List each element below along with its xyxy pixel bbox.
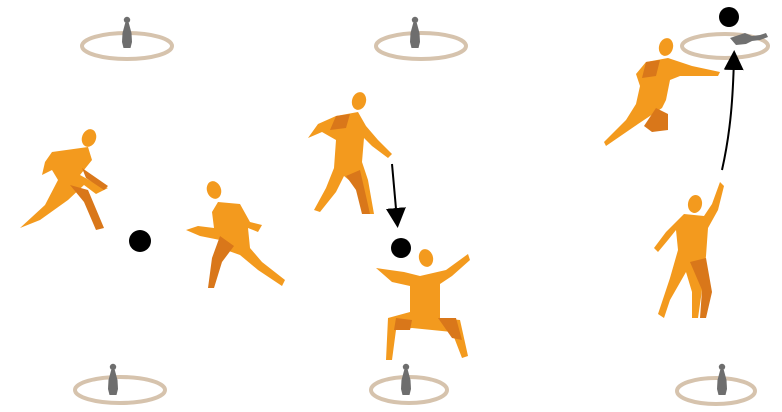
bowling-pin-icon	[717, 364, 727, 395]
player-figure-icon	[376, 247, 470, 360]
player-figure-icon	[308, 90, 392, 214]
target-bottom	[371, 364, 447, 403]
bowling-pin-icon	[410, 17, 420, 48]
panel-2	[308, 17, 470, 403]
ball-icon	[391, 238, 411, 258]
bowling-pin-icon	[108, 364, 118, 395]
target-bottom	[75, 364, 165, 403]
arrow-icon	[722, 58, 734, 170]
panel-3	[604, 7, 768, 404]
bowling-pin-icon	[401, 364, 411, 395]
player-figure-icon	[20, 127, 108, 230]
arrow-icon	[392, 164, 397, 220]
player-figure-icon	[604, 36, 720, 146]
player-figure-icon	[654, 182, 724, 318]
player-figure-icon	[186, 179, 285, 288]
target-top	[682, 33, 768, 58]
target-bottom	[677, 364, 755, 404]
ball-icon	[719, 7, 739, 27]
target-ring-icon	[75, 377, 165, 403]
target-top	[376, 17, 466, 59]
target-ring-icon	[677, 378, 755, 404]
bowling-pin-icon	[122, 17, 132, 48]
target-top	[82, 17, 172, 59]
panel-1	[20, 17, 285, 403]
ball-icon	[129, 230, 151, 252]
target-ring-icon	[376, 33, 466, 59]
